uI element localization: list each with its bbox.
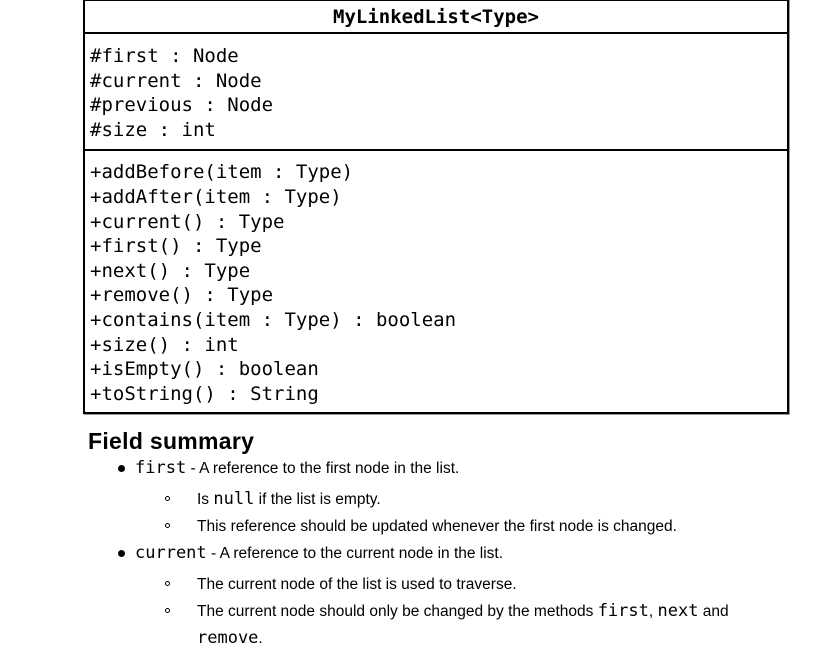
summary-text: This reference should be updated wheneve…: [197, 518, 677, 535]
uml-field-line: #size : int: [90, 118, 216, 141]
uml-method-line: +next() : Type: [90, 259, 251, 282]
summary-item: current - A reference to the current nod…: [85, 540, 777, 567]
uml-method-line: +first() : Type: [90, 235, 262, 258]
summary-subitem: The current node of the list is used to …: [85, 571, 777, 598]
uml-method-line: +size() : int: [90, 333, 239, 356]
inline-code: remove: [197, 628, 259, 648]
inline-code: null: [213, 489, 255, 509]
uml-fields-compartment: #first : Node#current : Node#previous : …: [85, 34, 787, 152]
field-summary-heading: Field summary: [88, 428, 255, 454]
uml-method-line: +addBefore(item : Type): [90, 161, 354, 184]
inline-code: first: [597, 601, 649, 621]
bullet-circle-icon: [165, 608, 170, 613]
uml-class-title: MyLinkedList<Type>: [85, 1, 787, 34]
summary-subitem: This reference should be updated wheneve…: [85, 513, 777, 540]
uml-method-line: +remove() : Type: [90, 284, 274, 307]
inline-code: first: [135, 458, 187, 478]
summary-text: first - A reference to the first node in…: [135, 458, 460, 478]
bullet-circle-icon: [165, 523, 170, 528]
summary-item: first - A reference to the first node in…: [85, 455, 777, 482]
summary-subitem: The current node should only be changed …: [85, 598, 777, 652]
uml-methods-compartment: +addBefore(item : Type)+addAfter(item : …: [85, 151, 787, 412]
summary-text: The current node should only be changed …: [197, 601, 729, 648]
uml-class-box: MyLinkedList<Type> #first : Node#current…: [83, 0, 789, 415]
bullet-circle-icon: [165, 581, 170, 586]
uml-method-line: +contains(item : Type) : boolean: [90, 308, 457, 331]
uml-method-line: +toString() : String: [90, 382, 319, 405]
uml-field-line: #first : Node: [90, 45, 239, 67]
summary-text: Is null if the list is empty.: [197, 489, 381, 509]
inline-code: current: [135, 543, 207, 563]
uml-method-line: +addAfter(item : Type): [90, 185, 342, 208]
field-summary-section: Field summary first - A reference to the…: [85, 429, 777, 652]
summary-subitem: Is null if the list is empty.: [85, 486, 777, 513]
uml-field-line: #current : Node: [90, 69, 262, 92]
uml-field-line: #previous : Node: [90, 94, 274, 117]
summary-text: The current node of the list is used to …: [197, 576, 517, 593]
summary-text: current - A reference to the current nod…: [135, 543, 504, 563]
field-summary-list: first - A reference to the first node in…: [85, 455, 777, 652]
bullet-disc-icon: [118, 465, 125, 472]
bullet-circle-icon: [165, 496, 170, 501]
uml-method-line: +current() : Type: [90, 210, 285, 233]
bullet-disc-icon: [118, 550, 125, 557]
uml-method-line: +isEmpty() : boolean: [90, 358, 319, 381]
inline-code: next: [657, 601, 699, 621]
